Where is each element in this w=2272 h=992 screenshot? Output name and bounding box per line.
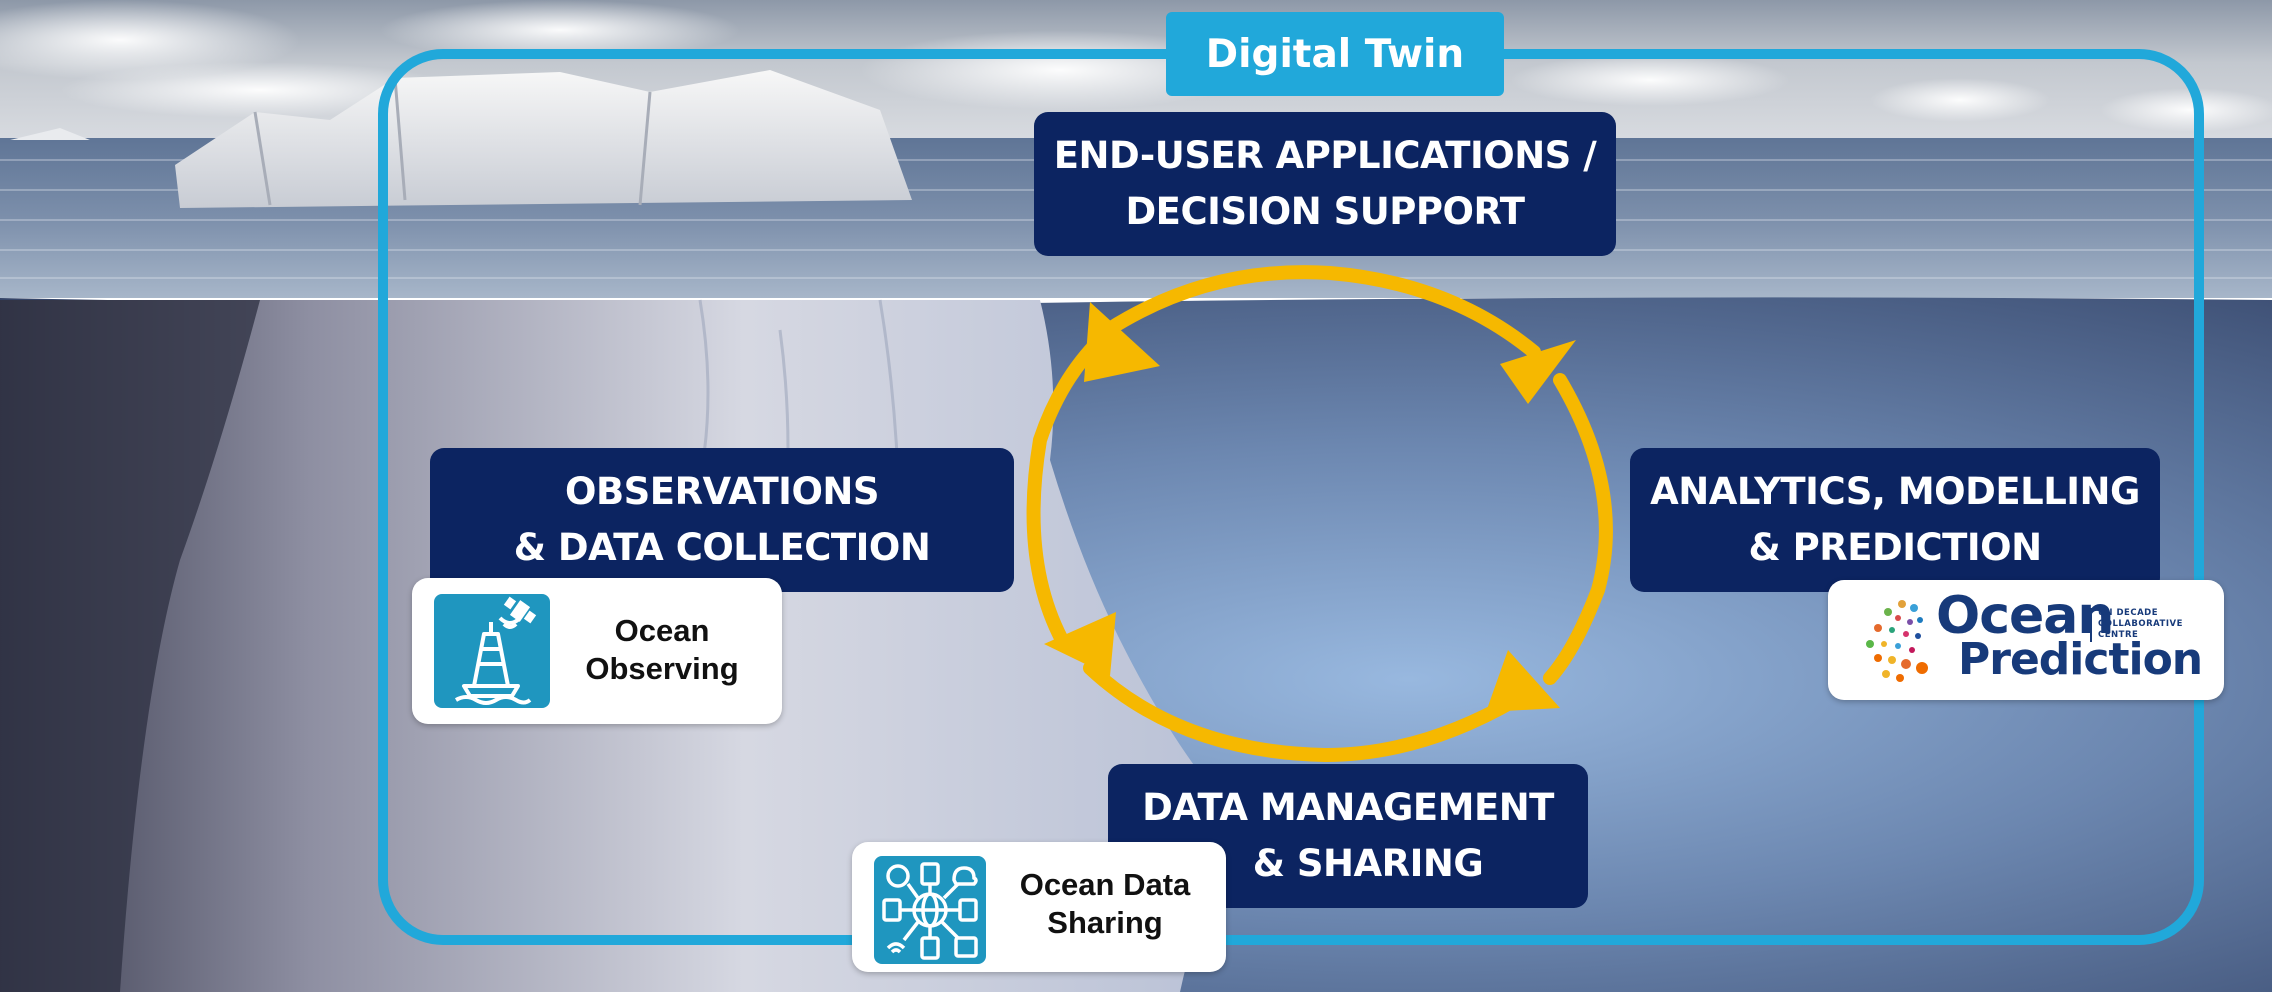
ocean-observing-line-2: Observing xyxy=(585,651,739,686)
un-decade-tagline: UN DECADE COLLABORATIVE CENTRE xyxy=(2098,608,2183,641)
ocean-data-sharing-line-2: Sharing xyxy=(1047,905,1163,940)
analytics-box: ANALYTICS, MODELLING & PREDICTION xyxy=(1630,448,2160,592)
arc-left xyxy=(1026,333,1107,647)
arc-right xyxy=(1543,373,1613,685)
data-network-icon xyxy=(874,856,986,964)
data-management-line-2: & SHARING xyxy=(1252,842,1484,885)
digital-twin-label: Digital Twin xyxy=(1166,12,1504,96)
buoy-satellite-icon xyxy=(434,594,550,708)
observations-line-1: OBSERVATIONS xyxy=(564,470,880,513)
tagline-line-3: CENTRE xyxy=(2098,630,2139,640)
end-user-applications-box: END-USER APPLICATIONS / DECISION SUPPORT xyxy=(1034,112,1616,256)
analytics-line-2: & PREDICTION xyxy=(1748,526,2042,569)
colored-dots-logo xyxy=(1866,600,1928,682)
ocean-prediction-word-1: Ocean xyxy=(1936,586,2114,646)
arrowhead-top-left xyxy=(1084,302,1160,382)
end-user-line-2: DECISION SUPPORT xyxy=(1125,190,1525,233)
ocean-observing-line-1: Ocean xyxy=(614,613,710,648)
ocean-prediction-word-2: Prediction xyxy=(1958,634,2203,685)
ocean-data-sharing-card: Ocean Data Sharing xyxy=(852,842,1226,972)
tagline-line-2: COLLABORATIVE xyxy=(2098,619,2183,629)
arrowhead-bottom-left xyxy=(1044,612,1116,676)
data-management-line-1: DATA MANAGEMENT xyxy=(1142,786,1554,829)
arrowhead-top-right xyxy=(1500,340,1576,404)
observations-box: OBSERVATIONS & DATA COLLECTION xyxy=(430,448,1014,592)
ocean-observing-card: Ocean Observing xyxy=(412,578,782,724)
arrowhead-bottom-right xyxy=(1486,650,1560,712)
observations-line-2: & DATA COLLECTION xyxy=(513,526,931,569)
end-user-line-1: END-USER APPLICATIONS / xyxy=(1053,134,1597,177)
analytics-line-1: ANALYTICS, MODELLING xyxy=(1650,470,2140,513)
ocean-prediction-logo-card: Ocean Prediction UN DECADE COLLABORATIVE… xyxy=(1828,580,2224,700)
ocean-data-sharing-line-1: Ocean Data xyxy=(1019,867,1191,902)
arc-bottom xyxy=(1083,661,1522,763)
arc-top xyxy=(1101,265,1541,359)
logo-divider xyxy=(2090,608,2092,642)
tagline-line-1: UN DECADE xyxy=(2098,608,2159,618)
